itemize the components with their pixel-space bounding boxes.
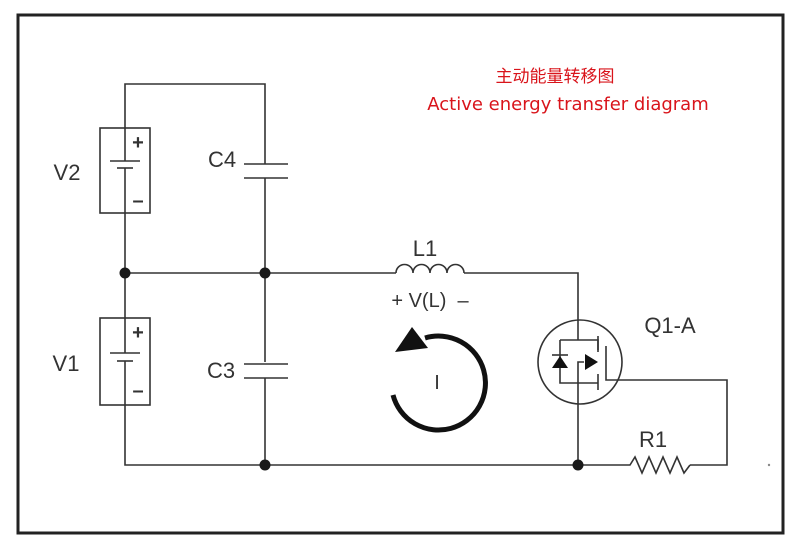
junction-dot — [259, 459, 271, 471]
v1-plus-sign: + — [132, 322, 144, 344]
v1-label: V1 — [53, 351, 80, 376]
c4-label: C4 — [208, 147, 236, 172]
v1-minus-sign: – — [132, 380, 143, 402]
battery-v1: + – V1 — [53, 317, 151, 406]
wire-bottom — [124, 405, 620, 466]
q1-diode-icon — [552, 356, 568, 368]
diagram-frame — [16, 13, 785, 535]
current-arrowhead-icon — [395, 327, 428, 352]
q1-source — [577, 361, 584, 400]
title-chinese: 主动能量转移图 — [496, 67, 615, 87]
v2-minus-sign: – — [132, 190, 143, 212]
wires — [124, 83, 728, 466]
stray-dot — [767, 463, 771, 467]
current-label: I — [434, 372, 440, 394]
wire-gate-r1 — [621, 379, 728, 466]
inductor-voltage-label: + V(L) – — [391, 290, 469, 312]
junctions — [119, 267, 584, 471]
current-loop: I — [390, 327, 488, 433]
junction-dot — [259, 267, 271, 279]
wire-top — [124, 83, 266, 158]
resistor-r1: R1 — [620, 427, 691, 475]
capacitor-c4: C4 — [208, 147, 288, 179]
junction-dot — [572, 459, 584, 471]
l1-coil — [395, 263, 465, 274]
junction-dot — [119, 267, 131, 279]
q1-body — [537, 319, 623, 405]
capacitor-c3: C3 — [207, 358, 288, 383]
q1-label: Q1-A — [644, 313, 696, 338]
title-english: Active energy transfer diagram — [427, 94, 709, 115]
c3-label: C3 — [207, 358, 235, 383]
mosfet-q1: Q1-A — [537, 313, 696, 405]
battery-v2: + – V2 — [54, 127, 151, 214]
current-arc — [390, 333, 488, 433]
r1-label: R1 — [639, 427, 667, 452]
inductor-l1: L1 + V(L) – — [391, 236, 469, 312]
l1-label: L1 — [413, 236, 437, 261]
v2-label: V2 — [54, 160, 81, 185]
q1-arrow-icon — [585, 354, 598, 370]
q1-gate — [605, 346, 621, 381]
wire-mid-right — [464, 272, 579, 328]
r1-zigzag — [620, 455, 691, 475]
v2-plus-sign: + — [132, 132, 144, 154]
